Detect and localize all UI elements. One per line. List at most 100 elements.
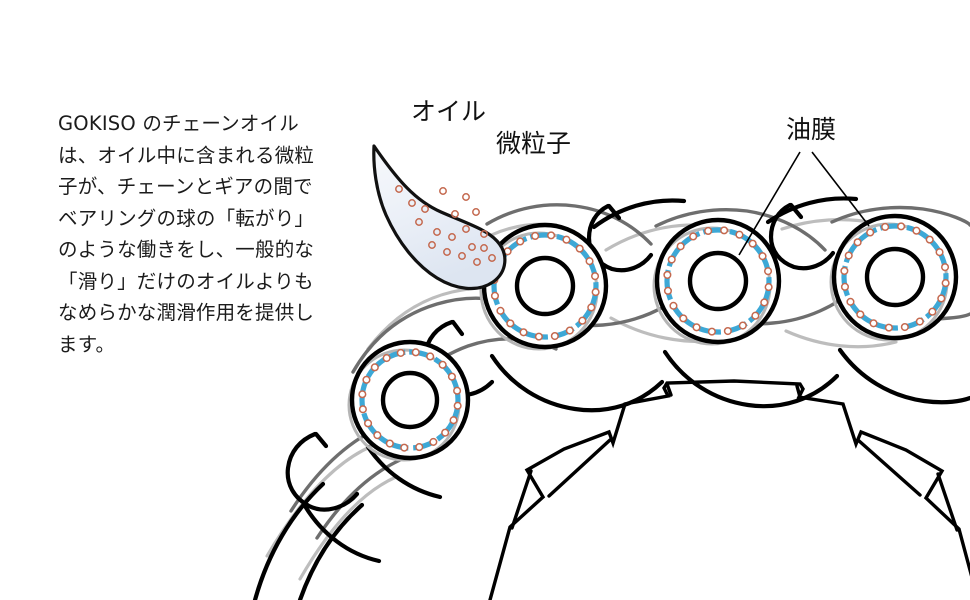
droplet-particle [415,218,423,226]
roller-1 [347,339,471,462]
film-particle [590,272,600,281]
droplet-particle [480,244,488,252]
roller-bore [687,250,749,312]
oil-film-leader-lines [738,151,870,256]
film-particle [373,431,382,440]
film-particle [506,319,515,328]
film-particle [844,251,853,260]
film-particle [751,311,760,320]
film-particle [881,222,890,232]
film-particle [364,419,373,428]
film-particle [358,390,367,399]
roller-outer-rim [654,217,782,345]
film-particle [866,228,875,237]
roller-bore [514,255,576,317]
film-particle [531,231,540,241]
film-particle [692,323,701,332]
film-particle [441,428,450,437]
film-particle [937,294,946,303]
film-particle [550,331,559,341]
film-particle [900,322,909,332]
droplet-particle [473,258,481,266]
film-particle [884,323,893,332]
film-particle [720,226,729,235]
film-particle [915,317,924,326]
film-particle [941,279,950,288]
film-particle [429,437,438,446]
oil-film-ring [491,232,599,340]
film-particle [897,222,906,231]
oil-film-ring [664,227,772,335]
droplet-particle [472,208,480,216]
film-particle [748,239,757,248]
film-particle [411,348,420,357]
film-particle [385,439,394,448]
film-particle [382,354,391,363]
film-particle [912,226,921,235]
film-particle [447,372,456,381]
film-particle [846,297,855,306]
roller-outer-rim [831,213,959,341]
film-particle [415,443,424,452]
film-particle [547,231,556,240]
film-particle [519,328,528,337]
droplet-particle [428,241,436,249]
film-particle [738,321,747,330]
film-particle [689,232,698,241]
film-particle [840,282,850,291]
roller-bore [380,370,440,430]
film-particle [925,235,934,244]
film-particle [764,283,773,292]
film-particle [575,244,584,253]
chain-rollers [347,213,959,462]
droplet-particle [439,187,447,195]
oil-particles [395,185,496,266]
sprocket [488,379,970,600]
film-particle [763,267,773,276]
film-particle [490,291,500,300]
droplet-particle [408,199,416,207]
film-particle [856,310,865,319]
label-particles: 微粒子 [496,129,572,158]
roller-outer-rim [349,339,471,461]
film-particle [426,352,435,361]
film-particle [516,237,525,246]
film-particle [707,327,716,336]
film-particle [723,326,732,336]
film-particle [587,303,596,312]
film-particle [758,252,767,261]
film-particle [869,319,878,328]
film-particle [591,288,600,297]
oil-film-ring [359,349,461,451]
film-particle [760,298,769,307]
film-particle [840,266,849,275]
droplet-particle [480,230,488,238]
film-particle [679,314,688,323]
film-particle [735,230,744,239]
droplet-particle [395,185,403,193]
droplet-particle [462,193,470,201]
film-particle [940,263,950,272]
droplet-particle [421,205,429,213]
film-particle [853,238,862,247]
film-particle [669,301,678,310]
roller-4 [829,213,959,342]
film-particle [565,326,574,335]
droplet-particle [451,210,459,218]
film-particle [667,255,676,264]
film-particle [396,348,405,357]
film-particle [562,235,571,244]
film-particle [663,286,673,295]
film-particle [400,443,409,452]
droplet-particle [443,248,451,256]
film-particle [496,306,505,315]
film-particle [534,332,543,341]
description-paragraph: GOKISO のチェーンオイルは、オイル中に含まれる微粒子が、チェーンとギアの間… [58,112,315,356]
droplet-particle [468,243,476,251]
droplet-particle [433,228,441,236]
droplet-particle [448,233,456,241]
film-particle [676,242,685,251]
droplet-particle [462,225,470,233]
